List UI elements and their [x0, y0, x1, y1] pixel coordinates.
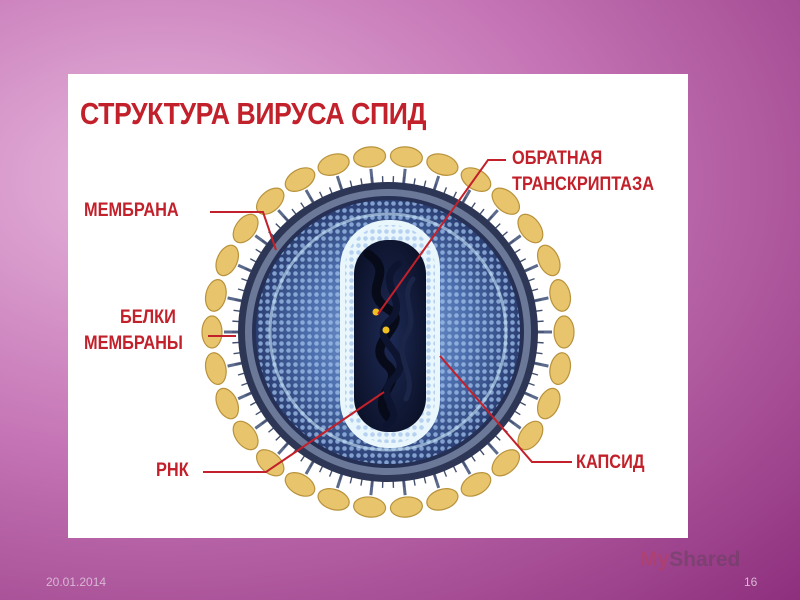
- membrane-protein: [232, 420, 259, 451]
- membrane-protein: [460, 167, 492, 192]
- membrane-protein: [232, 213, 259, 244]
- membrane-proteins-label-line2: МЕМБРАНЫ: [84, 333, 183, 354]
- membrane-protein: [491, 187, 521, 215]
- membrane-protein: [215, 244, 240, 277]
- membrane-protein: [215, 387, 240, 420]
- diagram-card: СТРУКТУРА ВИРУСА СПИД: [68, 74, 688, 538]
- hiv-structure-diagram: [201, 146, 575, 518]
- membrane-spikes: [201, 146, 575, 518]
- membrane-protein: [491, 449, 521, 477]
- membrane-protein: [284, 472, 316, 497]
- membrane-protein: [353, 496, 387, 518]
- membrane-protein: [353, 146, 387, 168]
- slide-title: СТРУКТУРА ВИРУСА СПИД: [80, 96, 427, 131]
- membrane-protein: [517, 213, 544, 244]
- rna-pointer: [203, 391, 385, 473]
- membrane-protein: [536, 244, 561, 277]
- membrane-protein: [389, 496, 423, 518]
- capsid-pointer: [439, 355, 572, 463]
- membrane-label: МЕМБРАНА: [84, 200, 179, 221]
- membrane-protein: [517, 420, 544, 451]
- reverse-transcriptase-label-line1: ОБРАТНАЯ: [512, 148, 603, 169]
- rna-strand-3: [399, 276, 416, 402]
- slide-date: 20.01.2014: [46, 575, 107, 589]
- reverse-transcriptase-enzyme: [382, 326, 390, 334]
- rna-label: РНК: [156, 460, 189, 481]
- matrix-ring: [268, 212, 508, 452]
- membrane-proteins-label-line1: БЕЛКИ: [120, 307, 176, 328]
- reverse-transcriptase-label-line2: ТРАНСКРИПТАЗА: [512, 174, 654, 195]
- membrane-protein: [317, 153, 350, 176]
- watermark-logo: MyShared: [640, 548, 741, 571]
- membrane-protein: [389, 146, 423, 168]
- membrane-protein: [284, 167, 316, 192]
- membrane-protein: [460, 472, 492, 497]
- slide-number: 16: [744, 575, 758, 589]
- membrane-protein: [201, 315, 223, 349]
- membrane-protein: [204, 279, 227, 312]
- reverse-transcriptase-pointer: [377, 159, 506, 315]
- membrane-protein: [426, 153, 459, 176]
- capsid-label: КАПСИД: [576, 452, 645, 473]
- membrane-protein: [549, 279, 572, 312]
- membrane-protein: [536, 387, 561, 420]
- membrane-protein: [553, 315, 575, 349]
- membrane-protein: [255, 449, 285, 477]
- membrane-protein: [426, 488, 459, 511]
- membrane-protein: [549, 352, 572, 385]
- membrane-pointer: [210, 211, 277, 251]
- membrane-protein: [204, 352, 227, 385]
- membrane-protein: [317, 488, 350, 511]
